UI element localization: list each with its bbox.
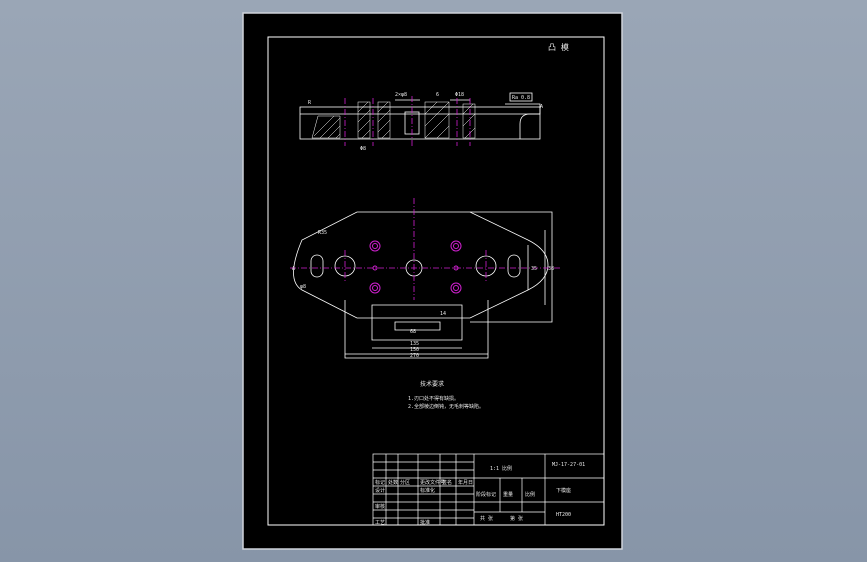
dim-label: R35 xyxy=(318,230,327,236)
dim-label: A xyxy=(540,104,543,110)
tb-cell: 设计 xyxy=(375,487,385,494)
dim-label: φ8 xyxy=(300,284,306,290)
scale-box: 1:1 比例 xyxy=(490,465,512,472)
dim-label: 150 xyxy=(410,347,419,353)
tb-cell: 处数 xyxy=(388,479,398,486)
section-view xyxy=(299,92,541,140)
stage-label: 比例 xyxy=(525,491,535,498)
part-name: 下模座 xyxy=(556,487,571,494)
dim-label: 270 xyxy=(410,353,419,359)
tb-cell: 审核 xyxy=(375,503,385,510)
dim-label: 14 xyxy=(440,311,446,317)
dim-label: 35 xyxy=(531,266,537,272)
sheet-label: 共 张 xyxy=(480,515,493,522)
corner-label: 凸 模 xyxy=(548,42,569,52)
title-block xyxy=(372,453,605,526)
tb-cell: 批准 xyxy=(420,519,430,526)
stage-label: 阶段标记 xyxy=(476,491,496,498)
tb-cell: 分区 xyxy=(400,479,410,486)
tech-req-title: 技术要求 xyxy=(420,380,444,388)
plan-dim-labels: R35 φ8 A 14 68 135 150 270 35 38 xyxy=(292,230,554,359)
dim-label: A xyxy=(292,266,295,272)
tb-cell: 年月日 xyxy=(458,479,473,486)
tech-req-line: 1.刃口处不得有缺损。 xyxy=(408,395,459,402)
dim-label: 135 xyxy=(410,341,419,347)
tb-cell: 签名 xyxy=(442,479,452,486)
plan-small-holes xyxy=(369,240,462,294)
section-dim-labels: R 2×φ8 6 Φ18 A Ra 0.8 Φ8 xyxy=(308,92,543,152)
dim-label: 2×φ8 xyxy=(395,92,407,98)
dim-label: R xyxy=(308,100,312,106)
dim-label: 68 xyxy=(410,329,416,335)
material: HT200 xyxy=(556,512,571,518)
dim-label: 38 xyxy=(548,266,554,272)
tb-cell: 工艺 xyxy=(375,520,385,526)
section-hatch xyxy=(311,101,476,139)
section-centerlines xyxy=(344,96,471,146)
tb-cell: 标准化 xyxy=(420,487,435,494)
title-block-text: 1:1 比例 MJ-17-27-01 下模座 HT200 阶段标记 重量 比例 … xyxy=(375,462,585,526)
paper-sheet xyxy=(242,12,623,550)
dim-label: Φ8 xyxy=(360,146,366,152)
dim-label: Ra 0.8 xyxy=(512,95,530,101)
dim-label: Φ18 xyxy=(455,92,464,98)
tb-cell: 标记 xyxy=(375,479,385,486)
dim-label: 6 xyxy=(436,92,439,98)
stage-label: 重量 xyxy=(503,491,513,498)
tb-cell: 更改文件号 xyxy=(420,479,445,486)
plan-centerlines xyxy=(290,198,560,300)
sheet-label: 第 张 xyxy=(510,515,523,522)
drawing-number: MJ-17-27-01 xyxy=(552,462,585,468)
tech-req-line: 2.全部棱边倒钝，无毛刺等缺陷。 xyxy=(408,403,484,410)
